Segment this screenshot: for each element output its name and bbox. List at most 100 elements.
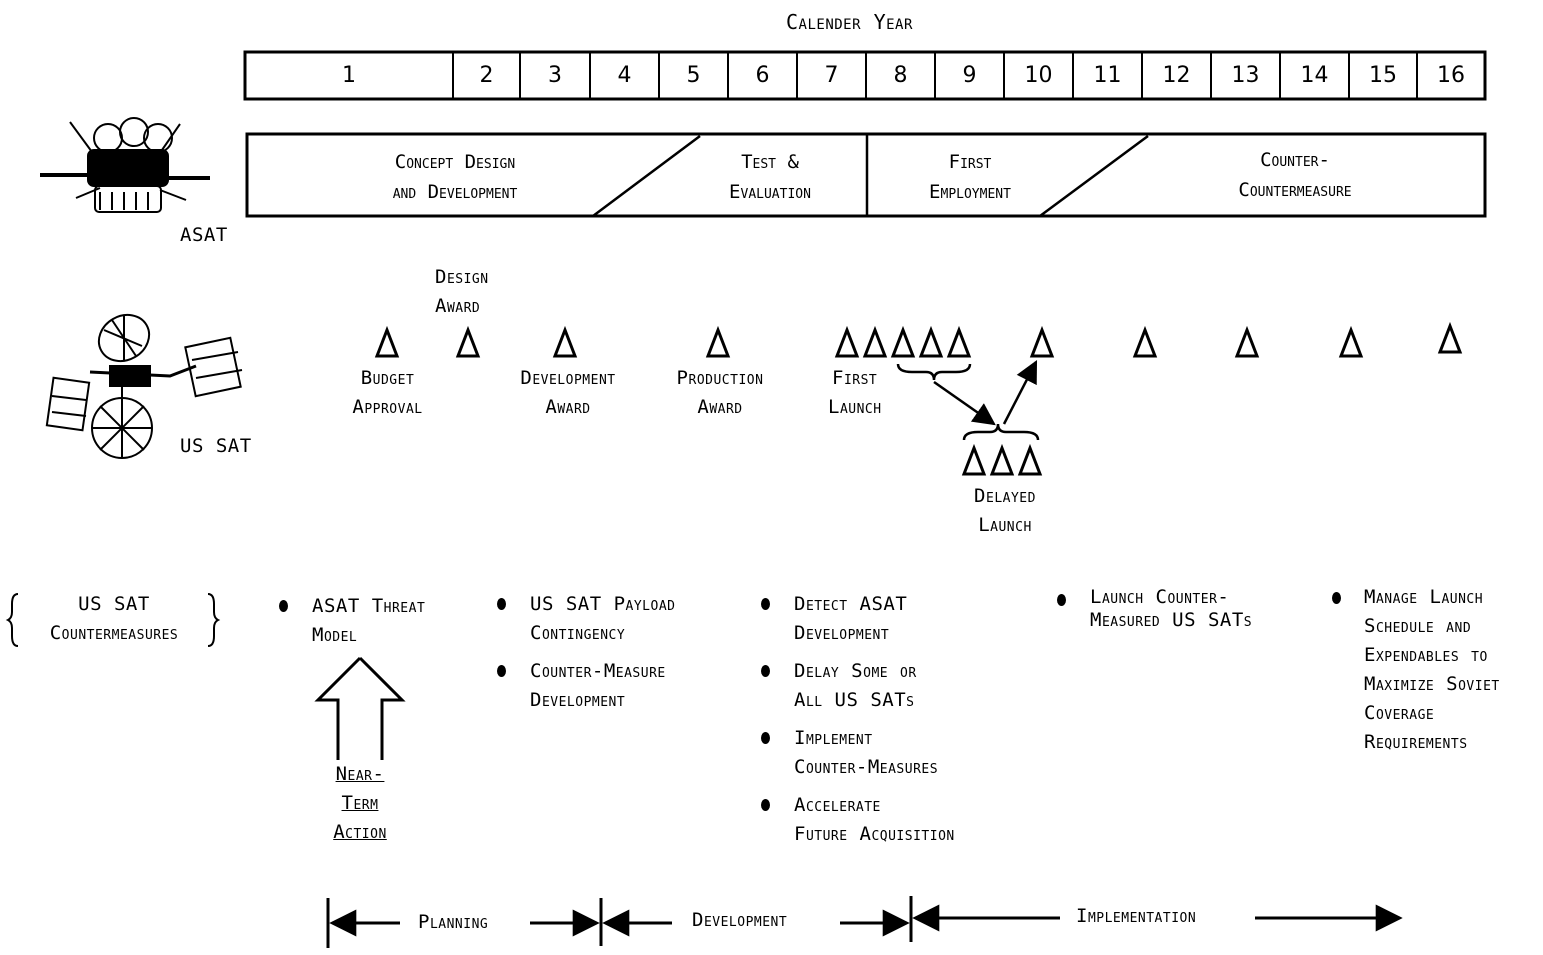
- cm-col4-item1-line2: Measured US SATs: [1090, 609, 1252, 632]
- cm-col3-item1: Detect ASAT Development: [794, 590, 907, 648]
- year-cell-6: 6: [728, 52, 797, 99]
- cm-col3-item1-line2: Development: [794, 619, 907, 648]
- cm-col4-item1: Launch Counter- Measured US SATs: [1090, 586, 1252, 632]
- bullet-col2-2: [497, 665, 506, 677]
- asat-label: ASAT: [180, 221, 228, 250]
- delay-arrow-up: [1004, 362, 1036, 424]
- near-term-action-label: Near- Term Action: [315, 760, 405, 847]
- cm-col5-item1-line2: Schedule and: [1364, 612, 1500, 641]
- triangle-launch-13: [1237, 330, 1257, 356]
- cm-col1-item1: ASAT Threat Model: [312, 592, 425, 650]
- stage-development: Development: [692, 906, 787, 935]
- triangle-first-launch-3: [893, 330, 913, 356]
- near-term-line3: Action: [315, 818, 405, 847]
- cm-col1-item1-line2: Model: [312, 621, 425, 650]
- phase-test-evaluation-line2: Evaluation: [690, 177, 850, 207]
- phase-test-evaluation: Test & Evaluation: [690, 147, 850, 207]
- milestone-production-award-line1: Production: [655, 364, 785, 393]
- triangle-design-award: [458, 330, 478, 356]
- triangle-launch-11: [1135, 330, 1155, 356]
- year-cell-9: 9: [935, 52, 1004, 99]
- year-cell-12: 12: [1142, 52, 1211, 99]
- bullet-col3-4: [761, 799, 770, 811]
- milestone-first-launch-line2: Launch: [828, 393, 882, 422]
- triangle-first-launch-2: [865, 330, 885, 356]
- year-cell-16: 16: [1417, 52, 1485, 99]
- cm-col2-item1-line2: Contingency: [530, 619, 675, 648]
- triangle-first-launch-1: [837, 330, 857, 356]
- triangle-launch-10: [1032, 330, 1052, 356]
- phase-concept-design: Concept Design and Development: [340, 147, 570, 207]
- cm-col3-item3-line1: Implement: [794, 724, 938, 753]
- milestone-budget-approval-line1: Budget: [330, 364, 445, 393]
- countermeasures-label-line1: US SAT: [22, 590, 206, 619]
- cm-col5-item1: Manage Launch Schedule and Expendables t…: [1364, 583, 1500, 757]
- cm-col3-item3: Implement Counter-Measures: [794, 724, 938, 782]
- cm-col2-item1: US SAT Payload Contingency: [530, 590, 675, 648]
- milestone-first-launch: First Launch: [828, 364, 882, 422]
- milestone-delayed-launch-line2: Launch: [950, 511, 1060, 540]
- year-cell-1: 1: [245, 52, 453, 99]
- milestone-budget-approval: Budget Approval: [330, 364, 445, 422]
- phase-first-employment: First Employment: [890, 147, 1050, 207]
- calendar-year-title: Calender Year: [786, 8, 913, 37]
- bullet-col3-1: [761, 598, 770, 610]
- phase-concept-design-line2: and Development: [340, 177, 570, 207]
- bullet-col5-1: [1332, 592, 1341, 604]
- cm-col2-item2-line1: Counter-Measure: [530, 657, 666, 686]
- milestone-budget-approval-line2: Approval: [330, 393, 445, 422]
- cm-col3-item4-line2: Future Acquisition: [794, 820, 955, 849]
- triangle-first-launch-4: [921, 330, 941, 356]
- year-cell-7: 7: [797, 52, 866, 99]
- triangle-delayed-1: [964, 448, 984, 474]
- year-cell-13: 13: [1211, 52, 1280, 99]
- countermeasures-label-line2: Countermeasures: [22, 619, 206, 648]
- milestone-development-award: Development Award: [498, 364, 638, 422]
- year-cell-2: 2: [453, 52, 520, 99]
- milestone-development-award-line1: Development: [498, 364, 638, 393]
- cm-col3-item3-line2: Counter-Measures: [794, 753, 938, 782]
- stage-timeline: [328, 896, 1400, 948]
- milestone-first-launch-line1: First: [828, 364, 882, 393]
- milestone-delayed-launch-line1: Delayed: [950, 482, 1060, 511]
- year-cell-15: 15: [1349, 52, 1417, 99]
- cm-col5-item1-line5: Coverage: [1364, 699, 1500, 728]
- bullet-col2-1: [497, 598, 506, 610]
- cm-col2-item2: Counter-Measure Development: [530, 657, 666, 715]
- triangle-production-award: [708, 330, 728, 356]
- asat-satellite-illustration: [40, 118, 210, 212]
- triangle-launch-14: [1341, 330, 1361, 356]
- milestone-delayed-launch: Delayed Launch: [950, 482, 1060, 540]
- delay-flow: [898, 362, 1038, 440]
- bullet-col1-1: [279, 600, 288, 612]
- bullet-col4-1: [1057, 594, 1066, 606]
- phase-first-employment-line1: First: [890, 147, 1050, 177]
- year-cell-3: 3: [520, 52, 590, 99]
- countermeasures-label: US SAT Countermeasures: [22, 590, 206, 648]
- bullet-col3-2: [761, 665, 770, 677]
- cm-col3-item2: Delay Some or All US SATs: [794, 657, 917, 715]
- year-cell-11: 11: [1073, 52, 1142, 99]
- near-term-action-arrow: [318, 658, 402, 760]
- triangle-delayed-2: [992, 448, 1012, 474]
- cm-col3-item2-line2: All US SATs: [794, 686, 917, 715]
- cm-col2-item1-line1: US SAT Payload: [530, 590, 675, 619]
- cm-col2-item2-line2: Development: [530, 686, 666, 715]
- milestone-production-award: Production Award: [655, 364, 785, 422]
- cm-col4-item1-line1: Launch Counter-: [1090, 586, 1252, 609]
- delayed-launch-brace: [964, 424, 1038, 440]
- us-sat-label: US SAT: [180, 432, 252, 461]
- cm-col3-item1-line1: Detect ASAT: [794, 590, 907, 619]
- cm-col5-item1-line1: Manage Launch: [1364, 583, 1500, 612]
- milestone-design-award-line2: Award: [435, 292, 489, 321]
- milestone-production-award-line2: Award: [655, 393, 785, 422]
- first-launch-brace: [898, 364, 970, 380]
- cm-col3-item4: Accelerate Future Acquisition: [794, 791, 955, 849]
- milestone-development-award-line2: Award: [498, 393, 638, 422]
- triangle-launch-16: [1440, 326, 1460, 352]
- triangle-first-launch-5: [949, 330, 969, 356]
- phase-counter-countermeasure-line2: Countermeasure: [1180, 175, 1410, 205]
- milestone-design-award: Design Award: [435, 263, 489, 321]
- phase-first-employment-line2: Employment: [890, 177, 1050, 207]
